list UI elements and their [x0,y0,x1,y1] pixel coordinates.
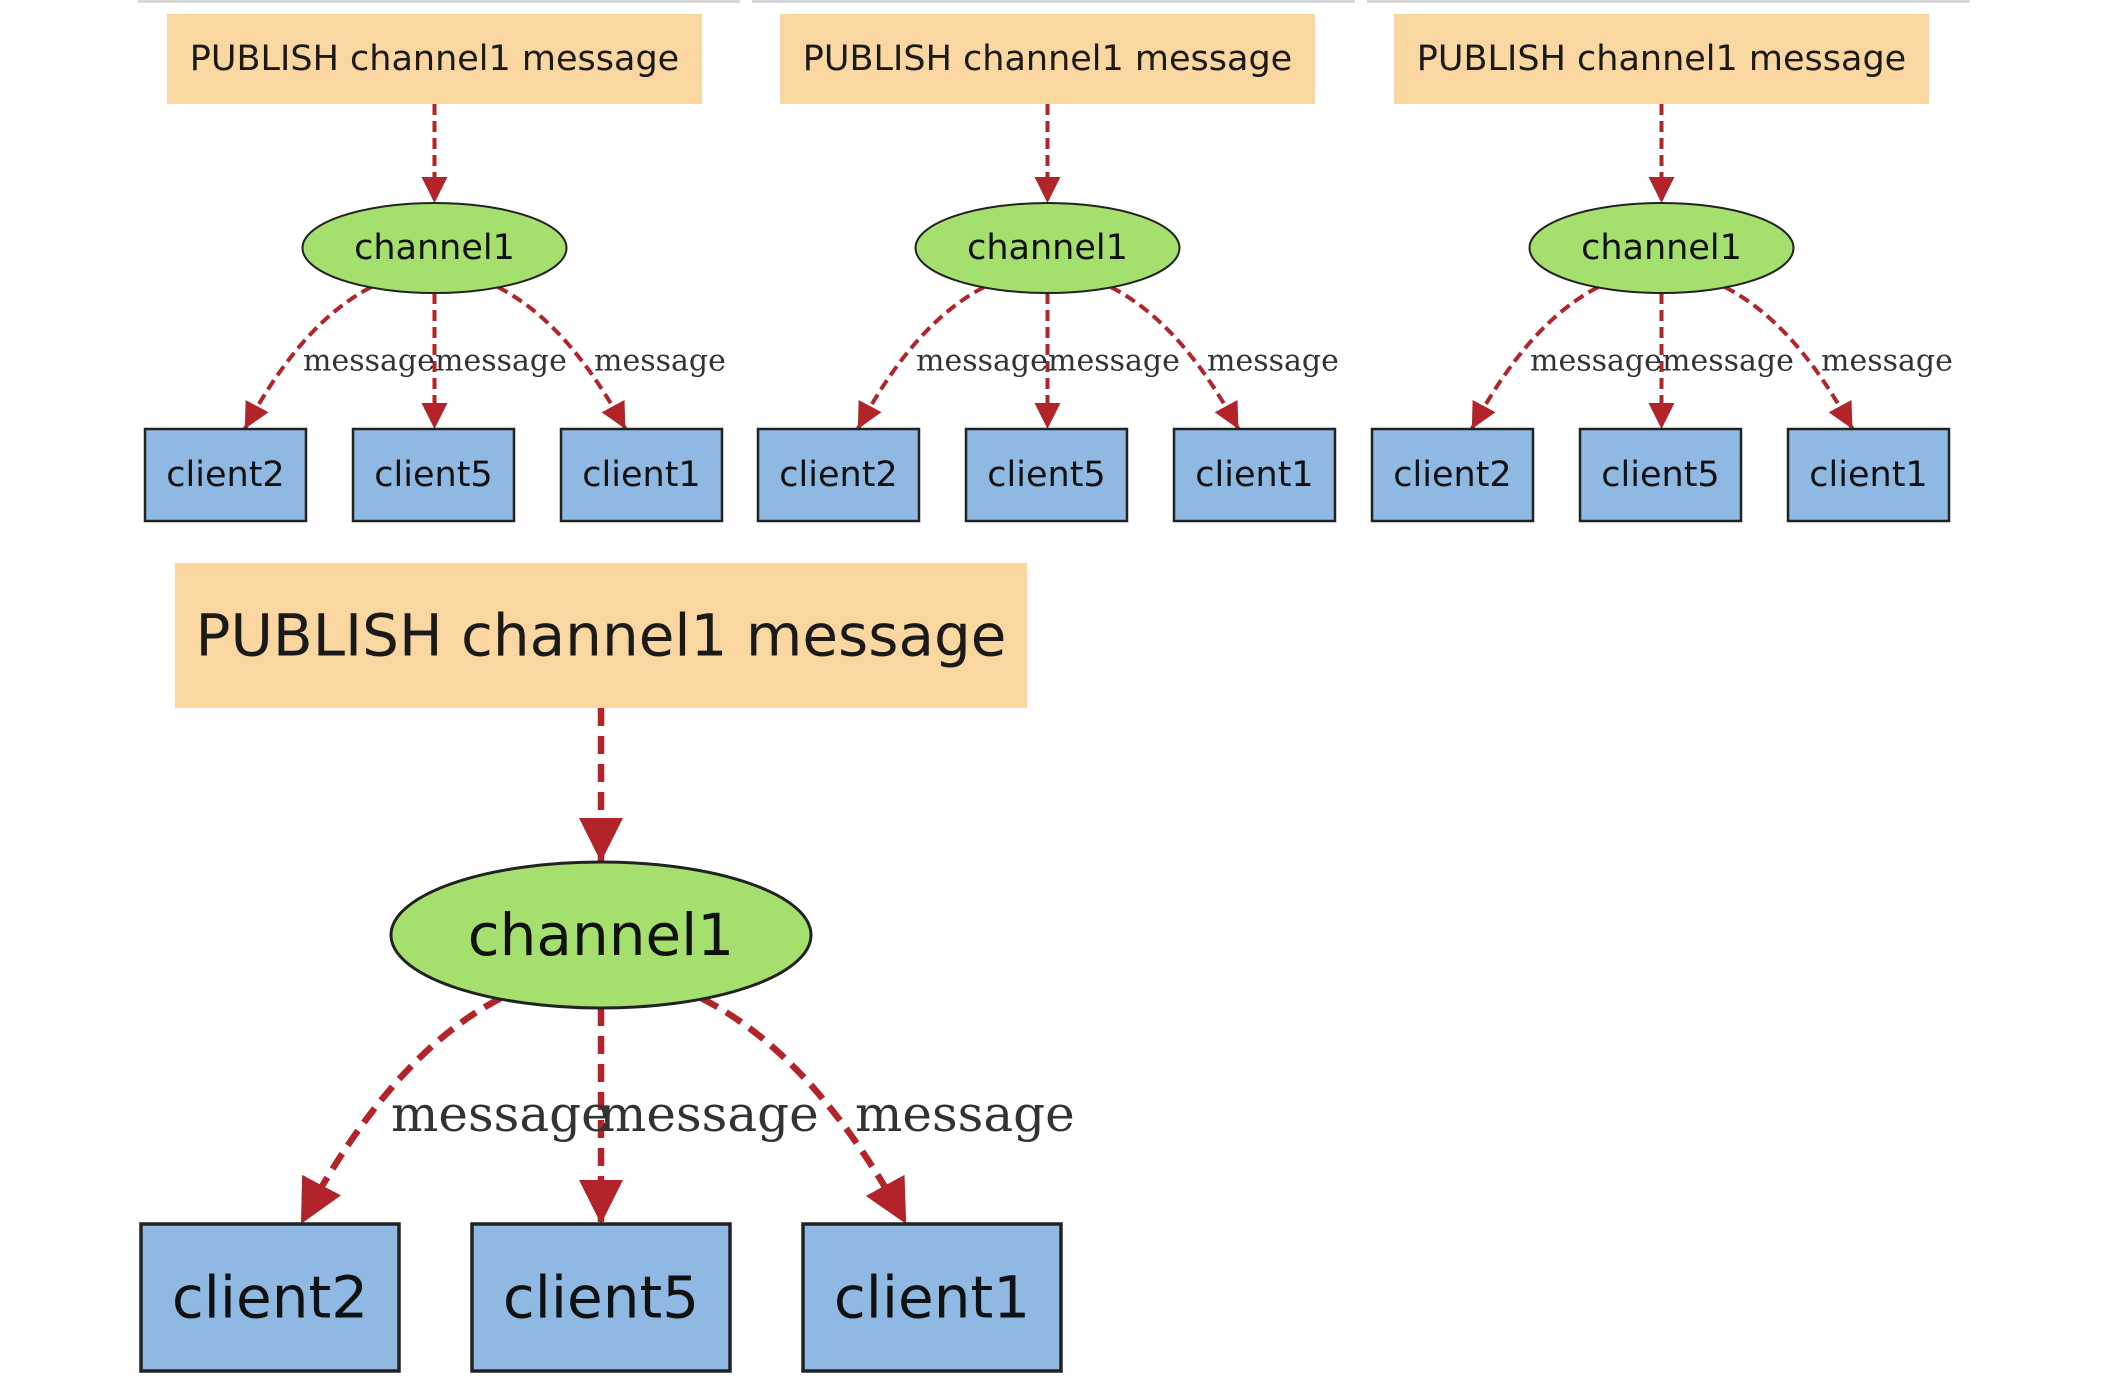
client-node-label: client1 [582,455,700,495]
edge-label: message [391,1085,611,1143]
publish-command-label: PUBLISH channel1 message [195,602,1006,670]
publish-command-label: PUBLISH channel1 message [1417,39,1906,79]
edge-label: message [1048,344,1180,379]
channel-to-client-arrow [1470,285,1600,430]
client-node [1370,427,1535,523]
client-node [1172,427,1337,523]
channel-node [301,202,568,294]
channel-node-label: channel1 [354,228,515,268]
pubsub-diagram-4: PUBLISH channel1 messagechannel1messagem… [139,563,1075,1373]
channel-to-client-arrow [700,995,910,1226]
channel-to-client-arrow [496,285,628,430]
publish-command-label: PUBLISH channel1 message [803,39,1292,79]
channel-node-label: channel1 [1581,228,1742,268]
client-node-label: client1 [834,1264,1030,1332]
client-node [143,427,308,523]
edge-label: message [594,344,726,379]
channel-node [389,860,813,1010]
client-node-label: client5 [1601,455,1719,495]
channel-node [914,202,1181,294]
client-node [756,427,921,523]
client-node [559,427,724,523]
client-node [1578,427,1743,523]
edge-label: message [1821,344,1953,379]
publish-command-label: PUBLISH channel1 message [190,39,679,79]
client-node-label: client1 [1195,455,1313,495]
publish-command-box [780,14,1315,104]
client-node-label: client1 [1809,455,1927,495]
client-node [801,1222,1063,1373]
client-node-label: client5 [374,455,492,495]
edge-label: message [599,1085,819,1143]
edge-label: message [916,344,1048,379]
channel-node-label: channel1 [468,901,734,969]
client-node-label: client2 [166,455,284,495]
edge-label: message [1662,344,1794,379]
channel-node [1528,202,1795,294]
edge-label: message [435,344,567,379]
channel-to-client-arrow [243,285,373,430]
channel-node-label: channel1 [967,228,1128,268]
edge-label: message [303,344,435,379]
client-node-label: client2 [779,455,897,495]
edge-label: message [855,1085,1075,1143]
edge-label: message [1530,344,1662,379]
client-node-label: client2 [1393,455,1511,495]
channel-to-client-arrow [298,995,502,1226]
client-node-label: client5 [987,455,1105,495]
client-node-label: client2 [172,1264,368,1332]
channel-to-client-arrow [1723,285,1855,430]
client-node [470,1222,732,1373]
publish-command-box [167,14,702,104]
publish-command-box [175,563,1027,708]
channel-to-client-arrow [856,285,986,430]
client-node-label: client5 [503,1264,699,1332]
client-node [139,1222,401,1373]
edge-label: message [1207,344,1339,379]
channel-to-client-arrow [1109,285,1241,430]
publish-command-box [1394,14,1929,104]
client-node [964,427,1129,523]
client-node [351,427,516,523]
client-node [1786,427,1951,523]
